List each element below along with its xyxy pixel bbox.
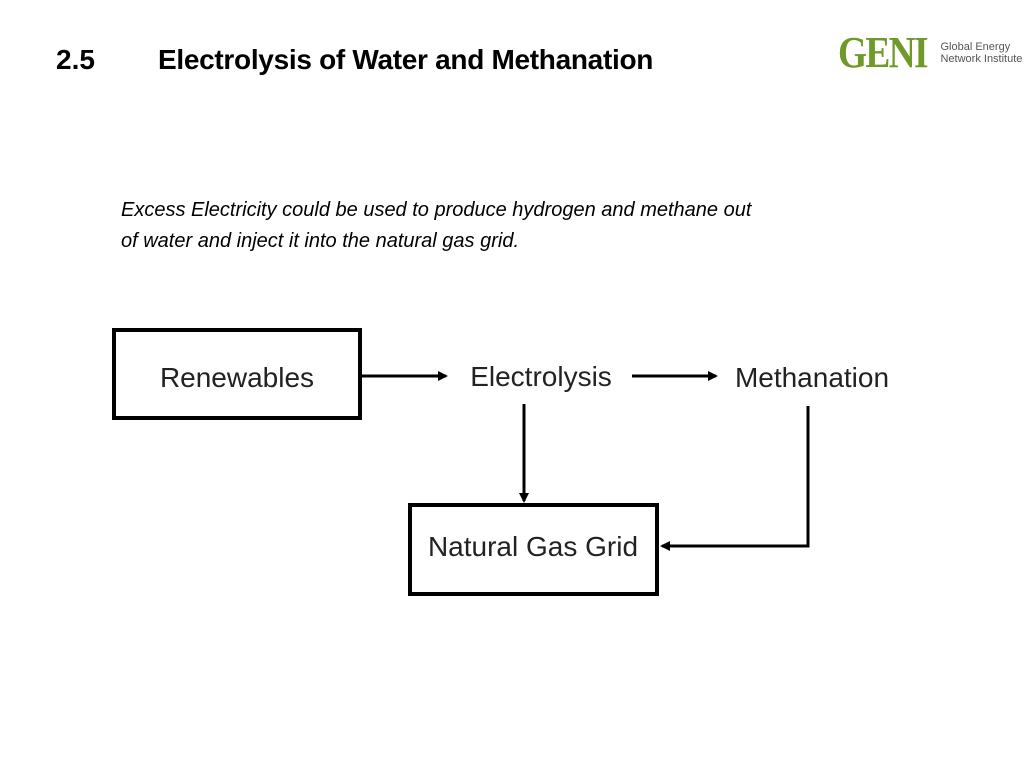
slide-title: Electrolysis of Water and Methanation [158,44,654,75]
renewables-label: Renewables [160,362,314,393]
intro-line-2: of water and inject it into the natural … [121,230,520,252]
logo-caption-line1: Global Energy [940,41,1011,53]
arrow-methanation-to-grid [660,406,810,551]
methanation-label: Methanation [735,362,889,393]
electrolysis-label: Electrolysis [470,361,612,392]
slide-number: 2.5 [56,44,95,75]
geni-logo: GENI Global Energy Network Institute [838,28,1022,77]
logo-caption-line2: Network Institute [940,53,1023,65]
renewables-box [112,328,362,420]
logo-mark: GENI [838,28,929,77]
intro-text: Excess Electricity could be used to prod… [121,195,881,257]
logo-caption: Global Energy Network Institute [940,41,1022,65]
natural-gas-grid-label: Natural Gas Grid [428,531,638,562]
intro-line-1: Excess Electricity could be used to prod… [121,199,752,221]
natural-gas-grid-box [408,503,659,596]
